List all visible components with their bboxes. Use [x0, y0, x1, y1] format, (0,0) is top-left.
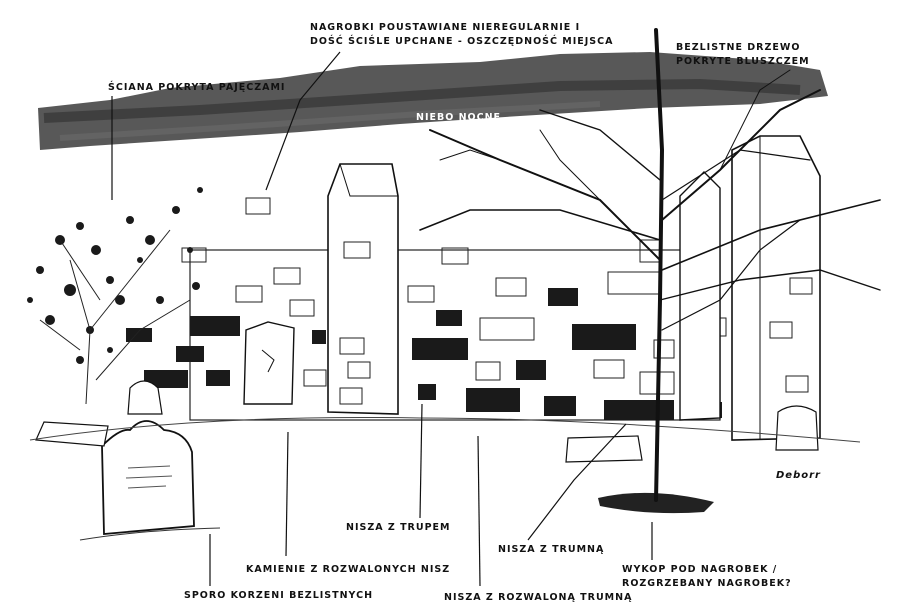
- niche-dark: [516, 360, 546, 380]
- niche-dark: [572, 324, 636, 350]
- label-debris: kamienie z rozwalonych nisz: [246, 564, 450, 575]
- niche-stone: [245, 197, 271, 215]
- ivy-bush: [27, 187, 203, 364]
- niche-dark: [544, 396, 576, 416]
- label-niche-broken: nisza z rozwaloną trumną: [444, 592, 632, 603]
- niche-dark: [126, 328, 152, 342]
- label-niche-coffin: nisza z trumną: [498, 544, 604, 555]
- annotation-labels: ściana pokryta pajęczami nagrobki pousta…: [108, 22, 821, 603]
- niche-stone: [235, 285, 263, 303]
- headstone-right: [775, 405, 819, 451]
- niche-stone: [479, 317, 535, 341]
- label-pit-line1: wykop pod nagrobek /: [622, 564, 777, 575]
- niche-stone: [407, 285, 435, 303]
- niche-dark: [436, 310, 462, 326]
- broken-tomb: [679, 171, 721, 421]
- niche-dark: [206, 370, 230, 386]
- niche-stone: [303, 369, 327, 387]
- niche-dark: [190, 316, 240, 336]
- leader-lines: [111, 51, 653, 587]
- niche-stone: [475, 361, 501, 381]
- tall-tomb-right: [731, 135, 821, 441]
- signature: Deborr: [776, 470, 821, 481]
- label-pit-line2: rozgrzebany nagrobek?: [622, 578, 792, 589]
- headstone-foreground: [101, 420, 195, 535]
- bare-tree: [419, 28, 881, 502]
- headstone-cracked: [243, 321, 295, 405]
- label-tombs-line2: dość ściśle upchane - oszczędność miejsc…: [310, 35, 613, 47]
- niche-stone: [289, 299, 315, 317]
- ground: [29, 416, 861, 541]
- niche-stone: [495, 277, 527, 297]
- niche-dark: [418, 384, 436, 400]
- niche-dark: [548, 288, 578, 306]
- label-wall-webs: ściana pokryta pajęczami: [108, 81, 285, 93]
- columbarium-wall: [126, 197, 727, 421]
- label-tree-line1: bezlistne drzewo: [676, 42, 800, 53]
- night-sky-wash: [38, 52, 828, 150]
- niche-stone: [607, 271, 661, 295]
- label-night-sky: niebo nocne: [416, 112, 501, 123]
- label-stumps: sporo korzeni bezlistnych: [184, 590, 373, 601]
- niche-stone: [593, 359, 625, 379]
- niche-stone: [441, 247, 469, 265]
- niche-stone: [653, 339, 675, 359]
- tall-tomb-center: [327, 163, 399, 415]
- niche-dark: [466, 388, 520, 412]
- label-niche-corpse: nisza z trupem: [346, 522, 451, 533]
- niche-dark: [144, 370, 188, 388]
- headstone-small-left: [127, 380, 163, 415]
- label-tombs-line1: nagrobki poustawiane nieregularnie i: [310, 22, 580, 33]
- niche-dark: [604, 400, 674, 420]
- niche-dark: [176, 346, 204, 362]
- ivy-branches: [39, 229, 191, 405]
- niche-stone: [181, 247, 207, 263]
- niche-dark: [412, 338, 468, 360]
- label-tree-line2: pokryte bluszczem: [676, 56, 810, 67]
- niche-stone: [273, 267, 301, 285]
- niche-dark: [312, 330, 326, 344]
